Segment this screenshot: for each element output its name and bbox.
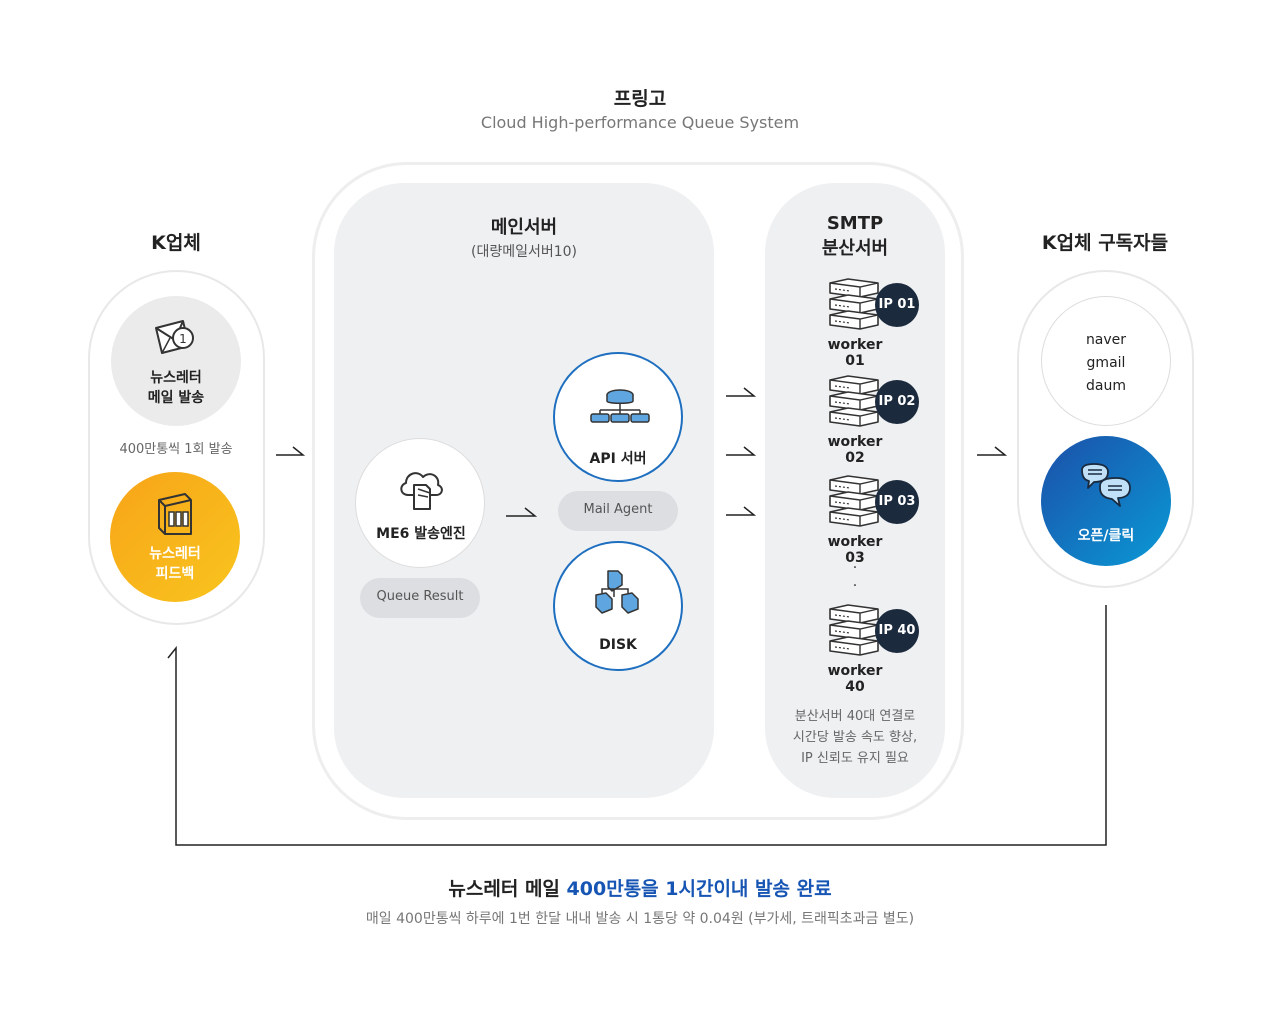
subscribers-heading: K업체 구독자들: [1041, 232, 1169, 254]
arrow-to-smtp-1: [726, 387, 757, 397]
feedback-label-line2: 피드백: [155, 566, 195, 582]
disk-node: DISK: [553, 541, 683, 671]
feedback-label-line1: 뉴스레터: [149, 546, 201, 562]
footer-title: 뉴스레터 메일 400만통을 1시간이내 발송 완료: [0, 874, 1280, 901]
api-server-label: API 서버: [589, 451, 647, 467]
diagram-title: 프링고: [613, 88, 667, 110]
arrow-smtp-to-subscribers: [977, 446, 1008, 456]
feedback-loop-line: [167, 605, 1107, 846]
provider-daum: daum: [1086, 378, 1126, 394]
worker-item: IP 03 worker 03: [828, 472, 928, 566]
me6-engine-node: ME6 발송엔진: [355, 438, 485, 568]
server-rack-icon: [828, 275, 880, 335]
queue-result-tag: Queue Result: [360, 578, 480, 618]
smtp-heading-line2: 분산서버: [821, 238, 889, 259]
server-rack-icon: [828, 472, 880, 532]
arrow-engine-to-api: [506, 507, 538, 517]
worker-label: worker 40: [827, 663, 883, 695]
server-rack-icon: [828, 372, 880, 432]
worker-label: worker 02: [827, 434, 883, 466]
diagram-subtitle: Cloud High-performance Queue System: [480, 113, 800, 132]
smtp-note-line3: IP 신뢰도 유지 필요: [801, 751, 909, 766]
ellipsis-dot: .: [852, 574, 858, 590]
sender-heading: K업체: [151, 232, 201, 254]
send-label-line1: 뉴스레터: [150, 370, 202, 386]
open-click-circle: 오픈/클릭: [1041, 436, 1171, 566]
disk-stack-icon: [595, 570, 639, 614]
send-label-line2: 메일 발송: [147, 390, 205, 406]
open-click-label: 오픈/클릭: [1077, 528, 1135, 544]
chart-box-icon: [158, 493, 192, 535]
provider-naver: naver: [1085, 332, 1127, 348]
worker-item: IP 40 worker 40: [828, 601, 928, 695]
ip-badge: IP 02: [875, 380, 919, 424]
worker-label: worker 01: [827, 337, 883, 369]
svg-text:1: 1: [179, 332, 187, 346]
mail-agent-tag: Mail Agent: [558, 491, 678, 531]
smtp-note-line2: 시간당 발송 속도 향상,: [792, 730, 918, 745]
ellipsis-dot: .: [852, 556, 858, 572]
smtp-note-line1: 분산서버 40대 연결로: [794, 709, 916, 724]
worker-item: IP 02 worker 02: [828, 372, 928, 466]
cloud-document-icon: [400, 472, 443, 510]
me6-engine-label: ME6 발송엔진: [376, 526, 466, 542]
mail-badge-icon: 1: [155, 320, 194, 354]
chat-bubbles-icon: [1081, 463, 1131, 507]
ip-badge: IP 40: [875, 609, 919, 653]
footer-title-plain: 뉴스레터 메일: [448, 878, 567, 900]
worker-label: worker 03: [827, 534, 883, 566]
ip-badge: IP 01: [875, 283, 919, 327]
newsletter-feedback-circle: 뉴스레터 피드백: [110, 472, 240, 602]
arrow-sender-to-frame: [276, 446, 306, 456]
providers-circle: naver gmail daum: [1041, 296, 1171, 426]
disk-label: DISK: [599, 637, 637, 653]
newsletter-send-circle: 1 뉴스레터 메일 발송: [111, 296, 241, 426]
arrow-to-smtp-2: [726, 446, 757, 456]
sender-note: 400만통씩 1회 발송: [119, 442, 233, 457]
smtp-heading-line1: SMTP: [826, 213, 884, 234]
arrow-to-smtp-3: [726, 506, 757, 516]
worker-item: IP 01 worker 01: [828, 275, 928, 369]
api-server-node: API 서버: [553, 352, 683, 482]
footer-title-highlight: 400만통을 1시간이내 발송 완료: [566, 878, 832, 900]
database-network-icon: [590, 389, 650, 423]
ip-badge: IP 03: [875, 480, 919, 524]
footer-subtitle: 매일 400만통씩 하루에 1번 한달 내내 발송 시 1통당 약 0.04원 …: [365, 911, 915, 927]
main-server-sub: (대량메일서버10): [470, 244, 578, 260]
main-server-heading: 메인서버: [490, 217, 558, 238]
provider-gmail: gmail: [1086, 355, 1126, 371]
